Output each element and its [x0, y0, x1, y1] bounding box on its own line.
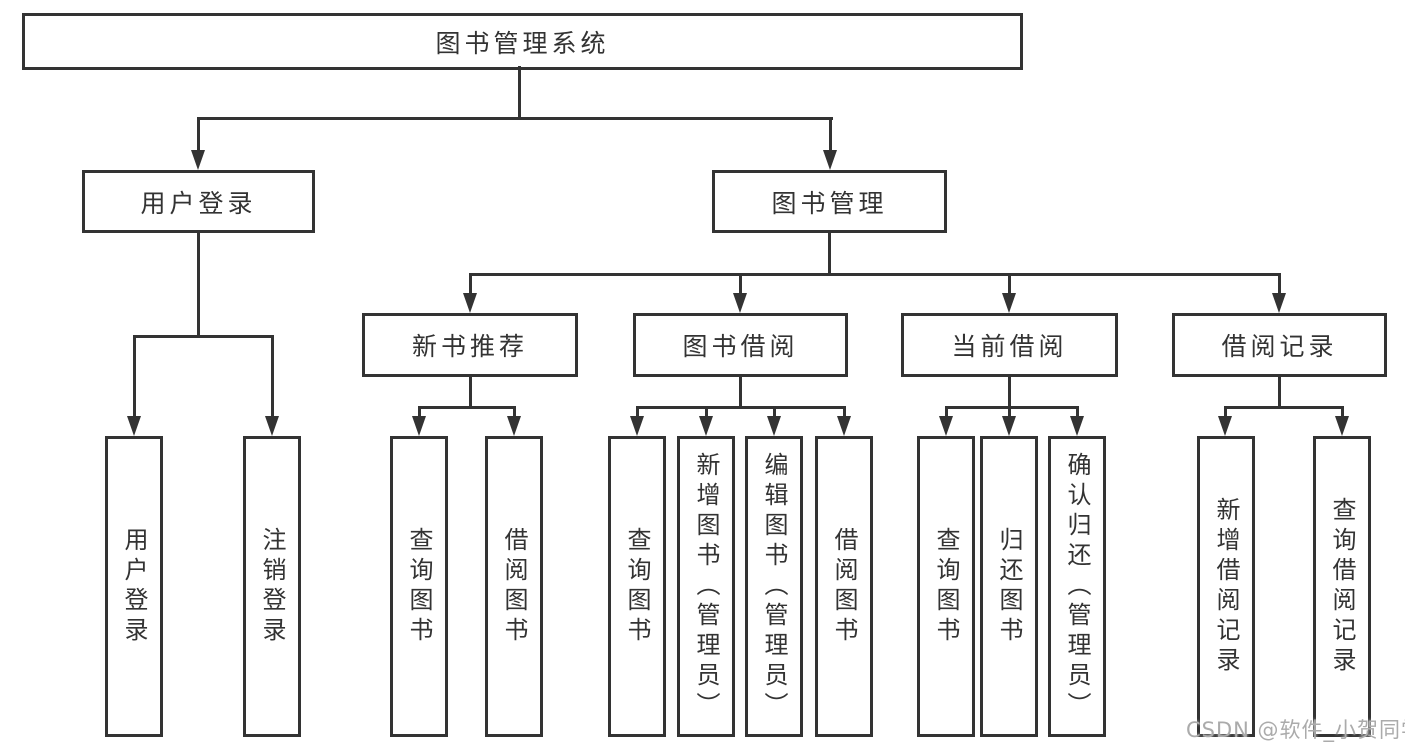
csdn-watermark: CSDN @软件_小贺同学: [1186, 718, 1405, 742]
arrow-stem: [1278, 276, 1281, 294]
arrow-stem: [197, 120, 200, 151]
arrow-stem: [739, 276, 742, 294]
arrow-down-icon: [265, 416, 279, 436]
arrow-stem: [513, 409, 516, 418]
arrow-stem: [945, 409, 948, 418]
connector-line: [828, 233, 831, 273]
connector-line: [1224, 406, 1344, 409]
node-new-book-recommendation: 新书推荐: [362, 313, 578, 377]
arrow-down-icon: [1272, 293, 1286, 313]
arrow-stem: [1341, 409, 1344, 418]
leaf-add-books-admin: 新增图书（管理员）: [677, 436, 735, 737]
arrow-stem: [1076, 409, 1079, 418]
arrow-stem: [705, 409, 708, 418]
connector-line: [469, 377, 472, 406]
leaf-query-books-current: 查询图书: [917, 436, 975, 737]
arrow-stem: [271, 338, 274, 417]
arrow-down-icon: [767, 416, 781, 436]
connector-line: [197, 233, 200, 335]
arrow-down-icon: [630, 416, 644, 436]
connector-line: [418, 406, 516, 409]
node-root: 图书管理系统: [22, 13, 1023, 70]
arrow-down-icon: [412, 416, 426, 436]
arrow-down-icon: [1002, 416, 1016, 436]
arrow-down-icon: [733, 293, 747, 313]
connector-line: [469, 273, 1281, 276]
connector-line: [197, 117, 833, 120]
connector-line: [636, 406, 846, 409]
arrow-stem: [133, 338, 136, 417]
leaf-borrow-books-recommend: 借阅图书: [485, 436, 543, 737]
arrow-down-icon: [1070, 416, 1084, 436]
node-user-login: 用户登录: [82, 170, 315, 233]
leaf-logout: 注销登录: [243, 436, 301, 737]
connector-line: [945, 406, 1079, 409]
arrow-down-icon: [939, 416, 953, 436]
arrow-down-icon: [1002, 293, 1016, 313]
arrow-stem: [773, 409, 776, 418]
connector-line: [1278, 377, 1281, 406]
leaf-query-books-borrowing: 查询图书: [608, 436, 666, 737]
arrow-down-icon: [127, 416, 141, 436]
connector-line: [739, 377, 742, 406]
arrow-stem: [1008, 409, 1011, 418]
leaf-borrow-books: 借阅图书: [815, 436, 873, 737]
arrow-stem: [843, 409, 846, 418]
arrow-stem: [418, 409, 421, 418]
leaf-add-borrow-record: 新增借阅记录: [1197, 436, 1255, 737]
arrow-down-icon: [463, 293, 477, 313]
arrow-down-icon: [1218, 416, 1232, 436]
arrow-down-icon: [191, 150, 205, 170]
leaf-query-borrow-record: 查询借阅记录: [1313, 436, 1371, 737]
arrow-down-icon: [699, 416, 713, 436]
node-book-borrowing: 图书借阅: [633, 313, 848, 377]
node-borrowing-records: 借阅记录: [1172, 313, 1387, 377]
arrow-stem: [469, 276, 472, 294]
leaf-user-login: 用户登录: [105, 436, 163, 737]
connector-line: [1008, 377, 1011, 406]
arrow-stem: [636, 409, 639, 418]
node-current-borrowing: 当前借阅: [901, 313, 1118, 377]
leaf-confirm-return-admin: 确认归还（管理员）: [1048, 436, 1106, 737]
arrow-down-icon: [837, 416, 851, 436]
arrow-stem: [1008, 276, 1011, 294]
leaf-query-books-recommend: 查询图书: [390, 436, 448, 737]
leaf-return-books: 归还图书: [980, 436, 1038, 737]
leaf-edit-books-admin: 编辑图书（管理员）: [745, 436, 803, 737]
node-book-management: 图书管理: [712, 170, 947, 233]
arrow-down-icon: [507, 416, 521, 436]
connector-line: [518, 66, 521, 118]
arrow-stem: [829, 120, 832, 151]
arrow-stem: [1224, 409, 1227, 418]
arrow-down-icon: [823, 150, 837, 170]
arrow-down-icon: [1335, 416, 1349, 436]
connector-line: [133, 335, 274, 338]
